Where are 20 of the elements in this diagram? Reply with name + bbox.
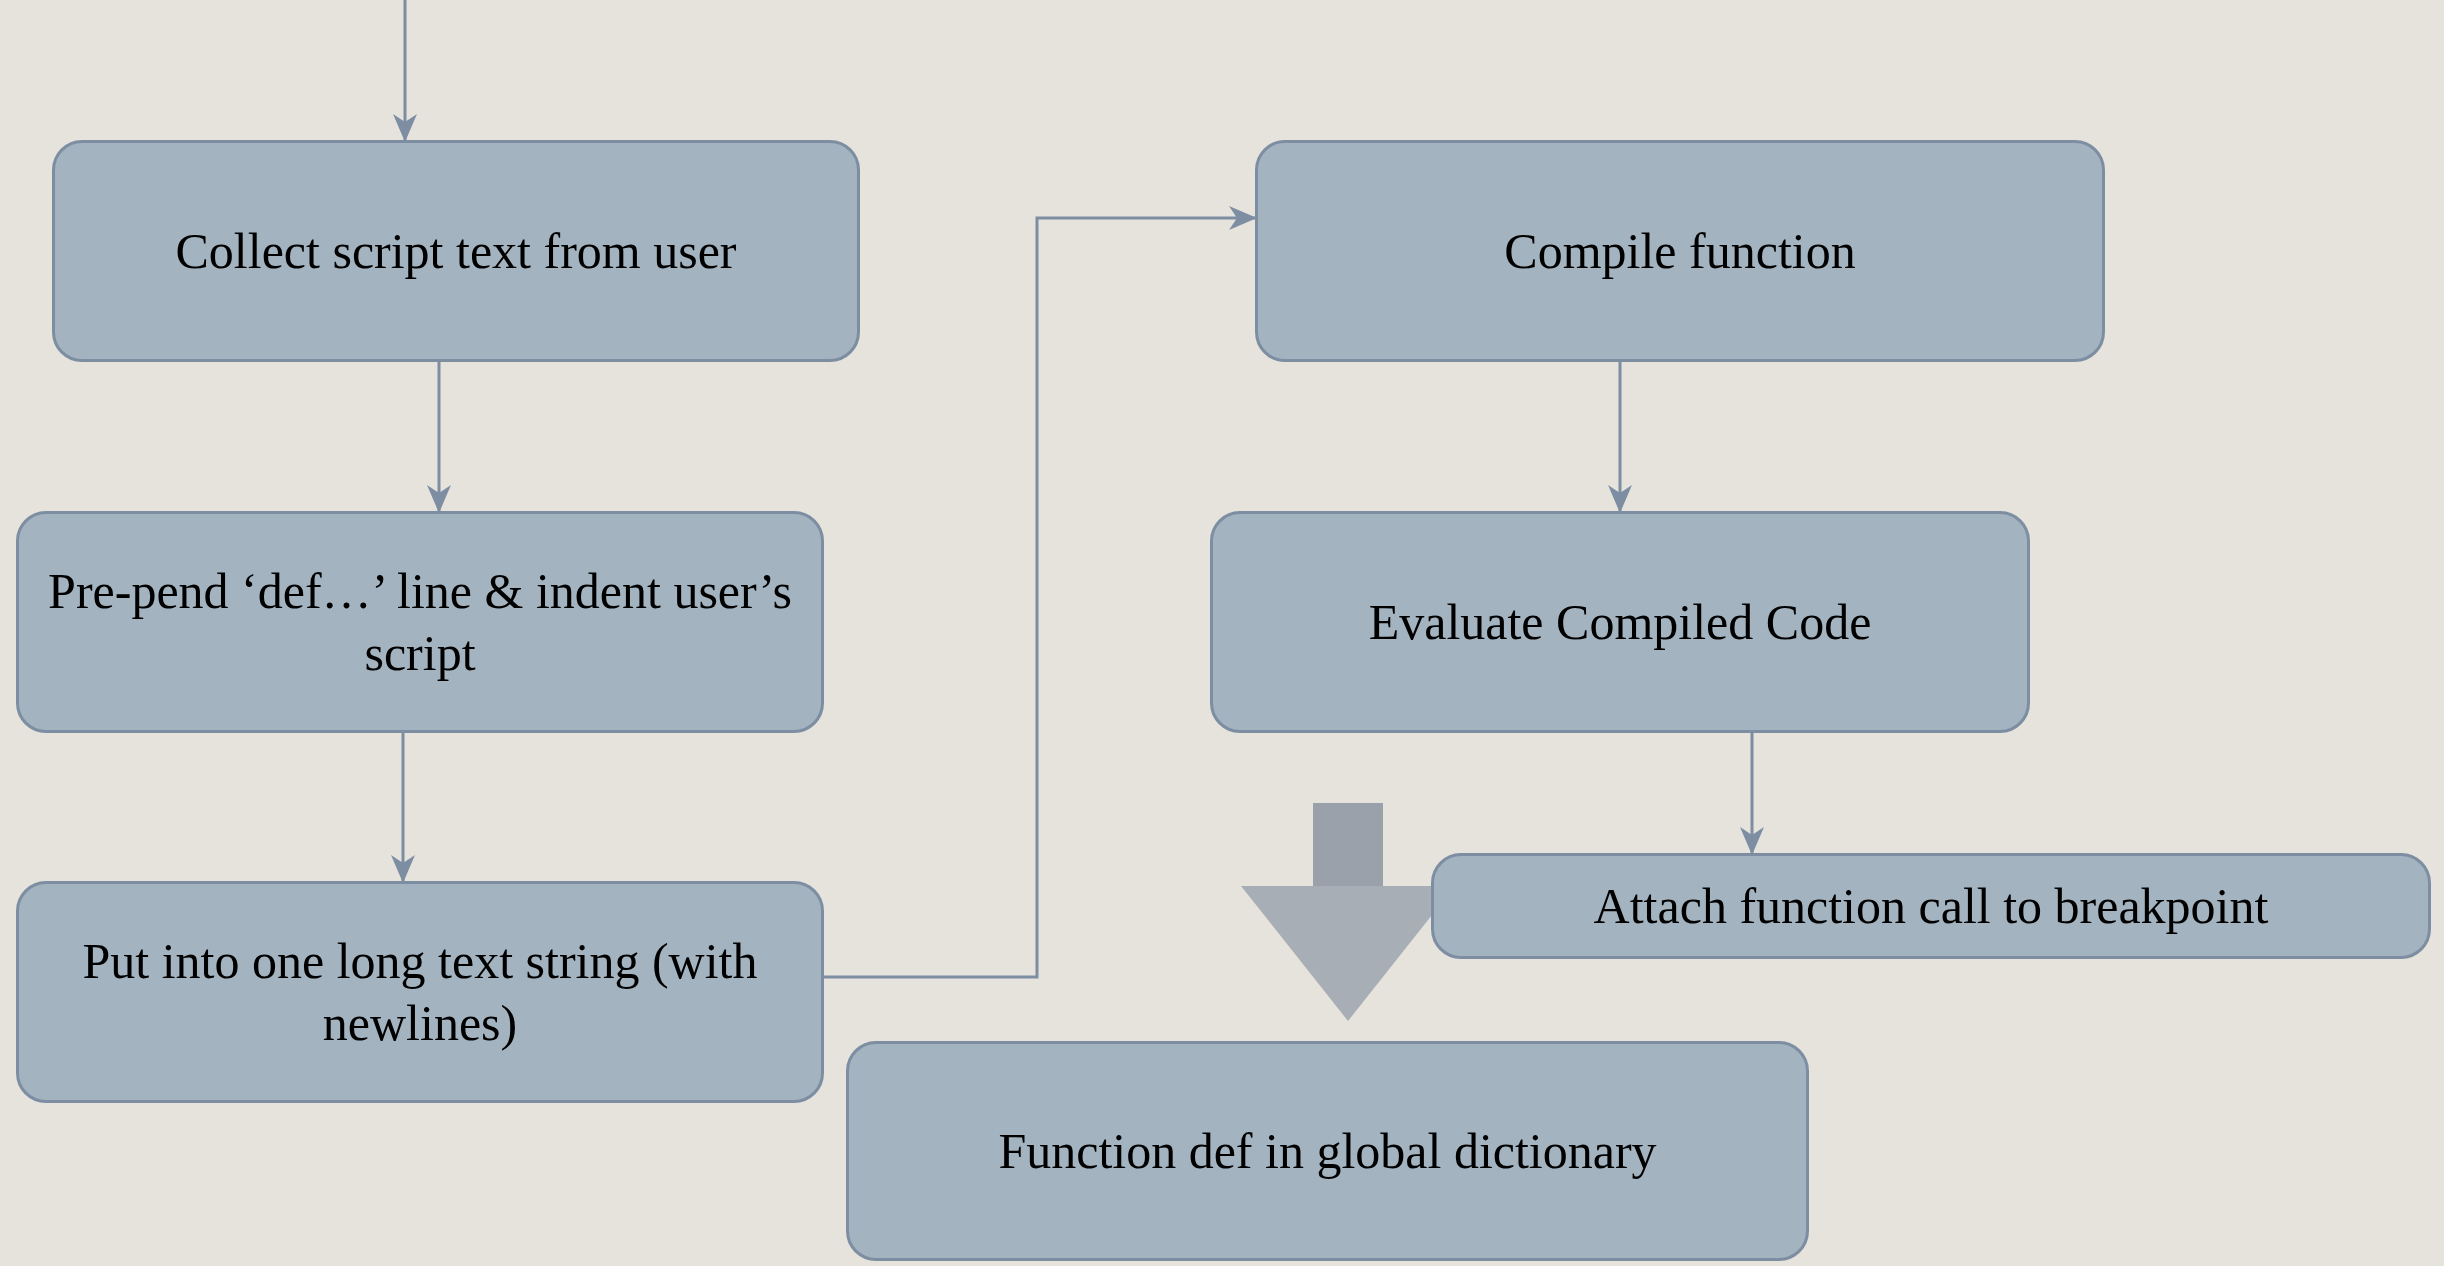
process-box: [16, 511, 824, 733]
process-box: [846, 1041, 1809, 1261]
process-box: [16, 881, 824, 1103]
arrow: [1608, 362, 1632, 513]
process-box: [1431, 853, 2431, 959]
arrow: [427, 362, 451, 513]
arrow: [391, 733, 415, 883]
box-label: Pre-pend ‘def…’ line & indent user’s script: [47, 561, 793, 683]
box-label: Evaluate Compiled Code: [1368, 592, 1872, 652]
process-box: [1210, 511, 2030, 733]
process-box: [1255, 140, 2105, 362]
arrow: [824, 206, 1257, 979]
box-label: Collect script text from user: [175, 221, 737, 281]
box-label: Attach function call to breakpoint: [1593, 876, 2269, 936]
box-label: Put into one long text string (with newlines): [81, 931, 759, 1053]
box-label: Function def in global dictionary: [998, 1121, 1657, 1181]
process-box: [52, 140, 860, 362]
arrow: [1740, 733, 1764, 855]
box-label: Compile function: [1504, 221, 1856, 281]
arrow: [393, 0, 417, 142]
